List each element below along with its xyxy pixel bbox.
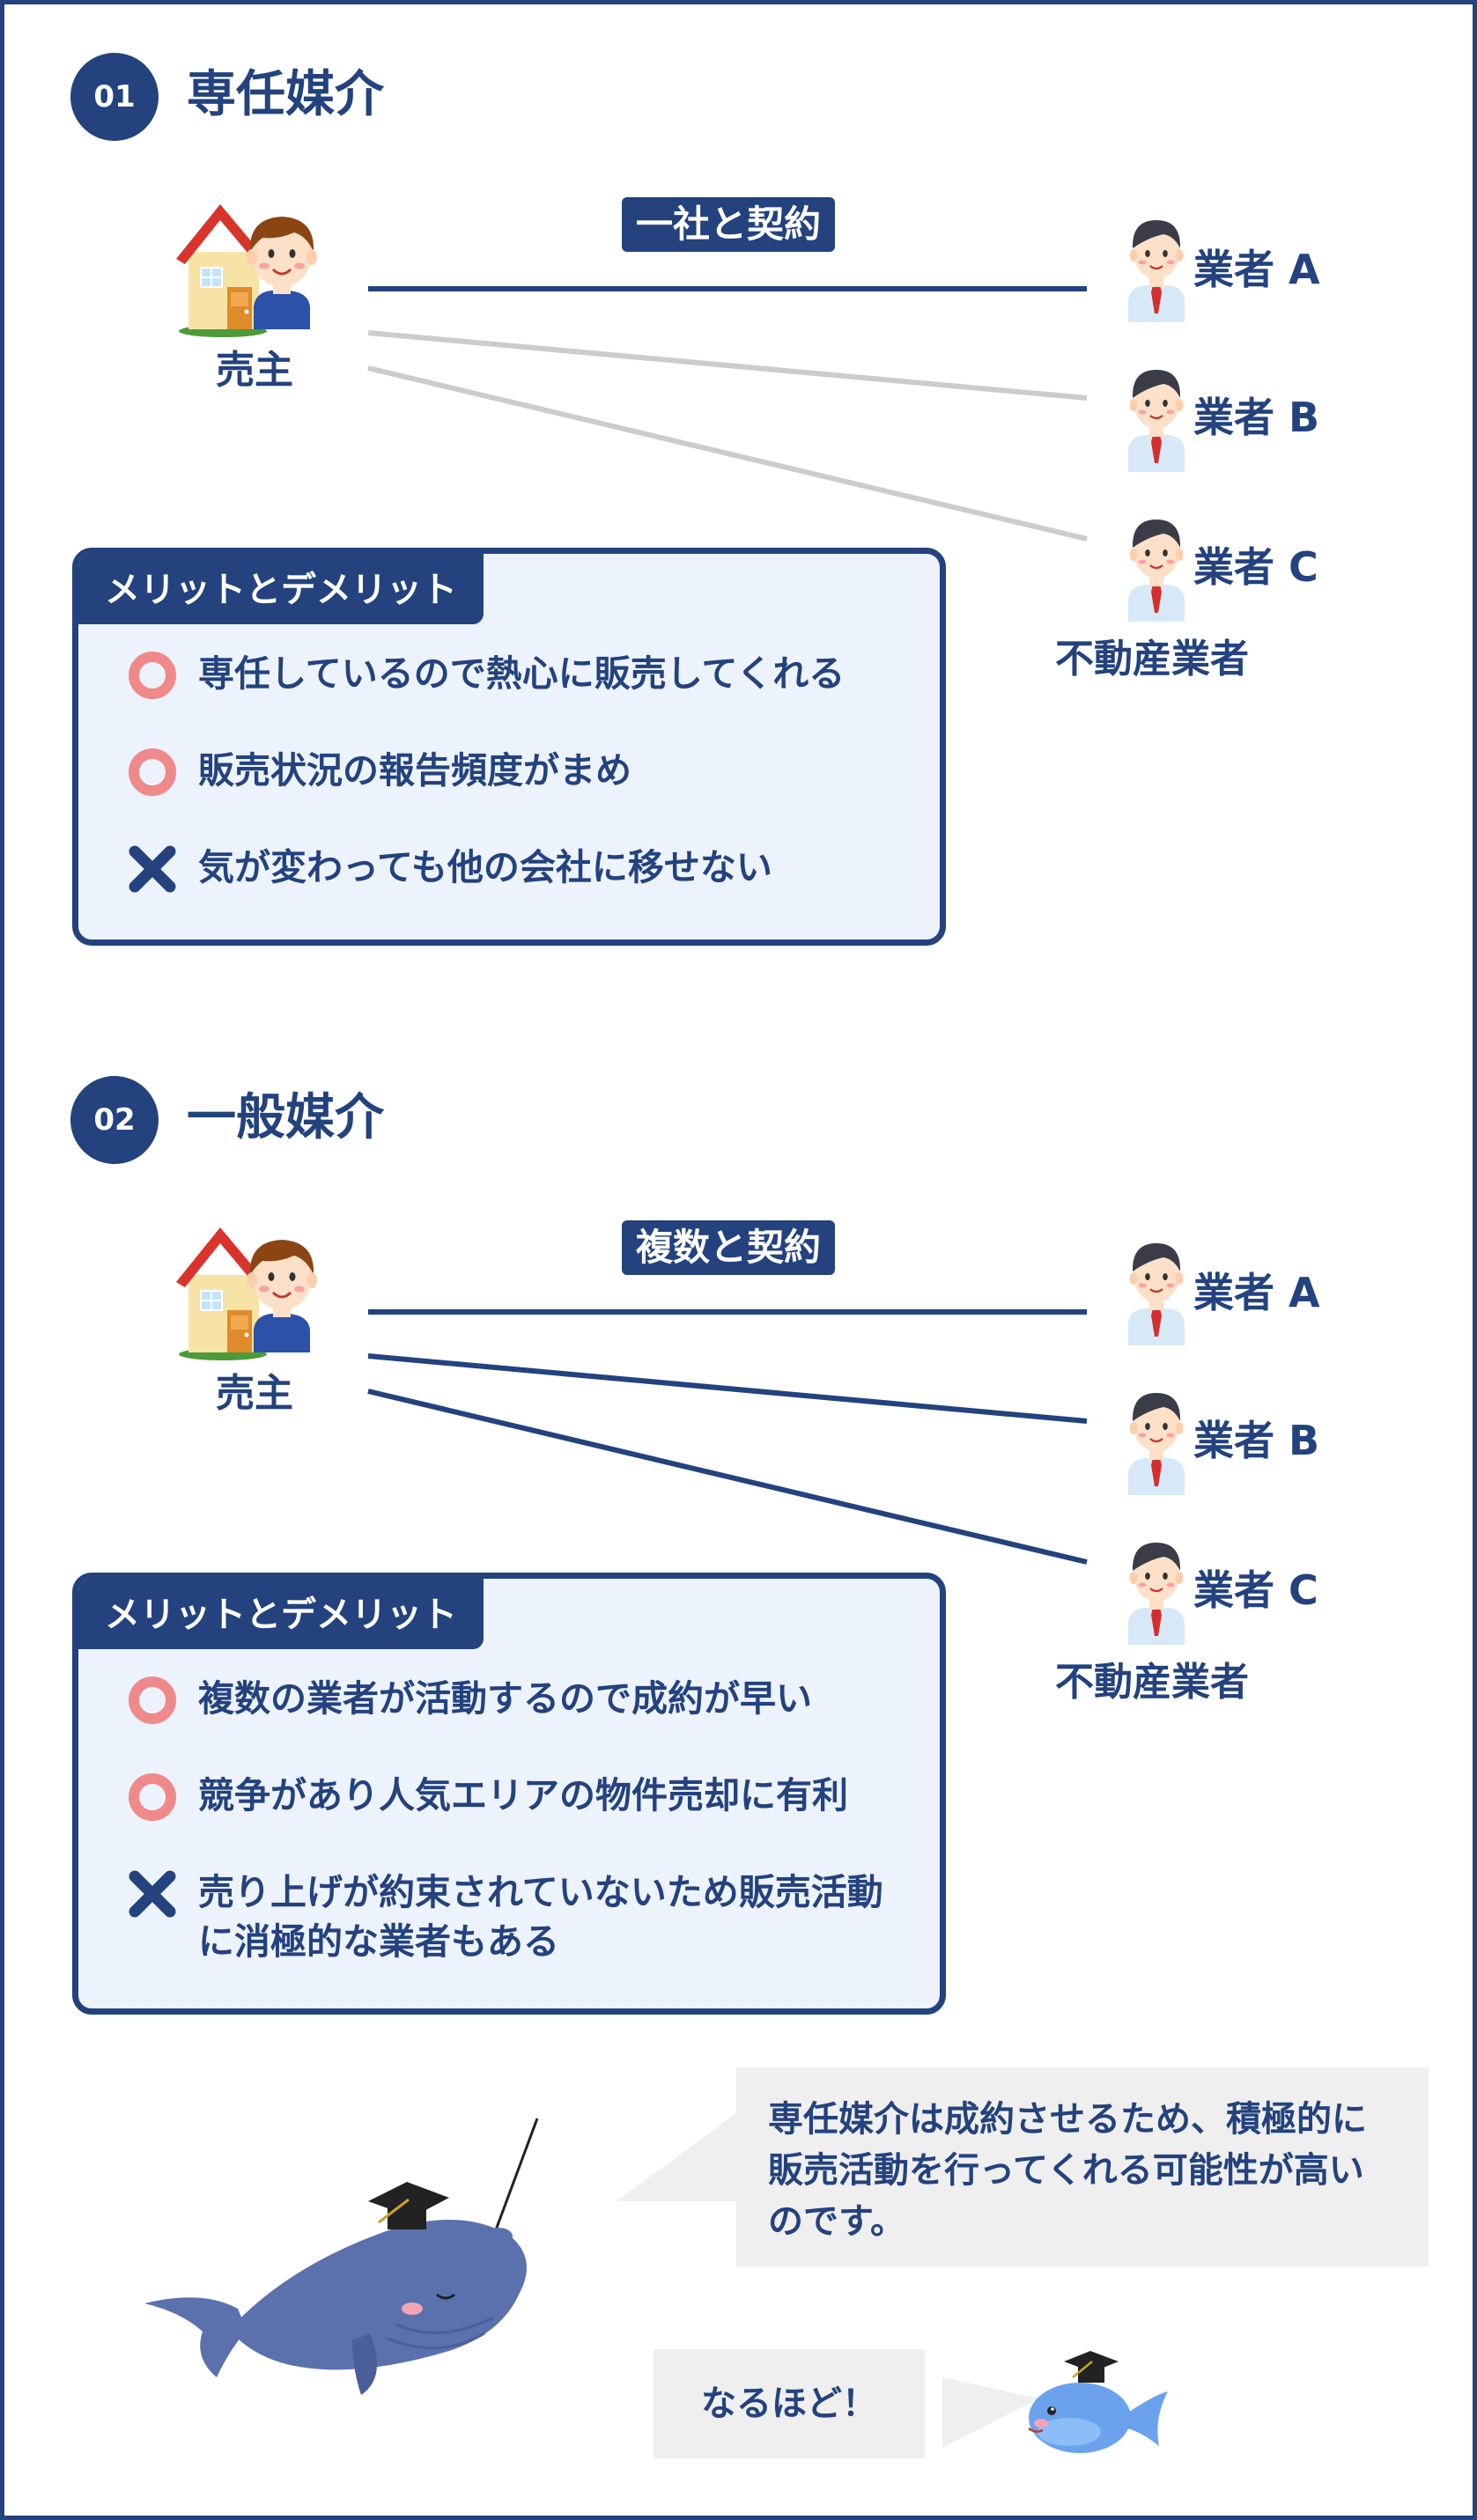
agent-label-b: 業者 B <box>1193 1417 1320 1464</box>
contract-label: 複数と契約 <box>622 1220 836 1276</box>
merit-item: 複数の業者が活動するので成約が早い <box>126 1674 812 1727</box>
cross-mark-icon <box>126 843 179 895</box>
section-number: 02 <box>93 1102 136 1138</box>
agent-label-a: 業者 A <box>1193 1269 1320 1316</box>
merit-item: 競争があり人気エリアの物件売却に有利 <box>126 1771 848 1824</box>
cross-mark-icon <box>126 1868 179 1920</box>
demerit-item: 気が変わっても他の会社に移せない <box>126 843 772 895</box>
speech-bubble-tail <box>942 2377 1039 2448</box>
merit-item: 販売状況の報告頻度がまめ <box>126 746 631 799</box>
circle-mark-icon <box>126 1771 179 1824</box>
seller-label: 売主 <box>216 1371 293 1416</box>
merits-demerits-box: メリットとデメリット 複数の業者が活動するので成約が早い 競争があり人気エリアの… <box>72 1573 946 2015</box>
circle-mark-icon <box>126 1674 179 1727</box>
demerit-text: 気が変わっても他の会社に移せない <box>198 846 772 888</box>
teacher-speech-bubble: 専任媒介は成約させるため、積極的に販売活動を行ってくれる可能性が高いのです。 <box>736 2067 1429 2266</box>
seller-label: 売主 <box>216 348 293 393</box>
agent-label-c: 業者 C <box>1193 543 1318 591</box>
merits-box-title: メリットとデメリット <box>78 554 484 624</box>
merit-text: 販売状況の報告頻度がまめ <box>198 749 631 792</box>
section-number-badge: 02 <box>70 1076 159 1164</box>
teacher-line: 専任媒介は成約させるため、積極的に販売活動を行ってくれる可能性が高いのです。 <box>768 2099 1367 2242</box>
businessman-icon <box>1121 1231 1192 1345</box>
merits-box-title: メリットとデメリット <box>78 1579 484 1649</box>
house-with-person-icon <box>174 197 324 347</box>
merit-text: 競争があり人気エリアの物件売却に有利 <box>198 1774 848 1816</box>
businessman-icon <box>1121 1381 1192 1495</box>
demerit-text: 売り上げが約束されていないため販売活動に消極的な業者もある <box>198 1871 883 1963</box>
businessman-icon <box>1121 357 1192 472</box>
merit-item: 専任しているので熱心に販売してくれる <box>126 649 845 702</box>
speech-bubble-tail <box>617 2113 736 2201</box>
demerit-item: 売り上げが約束されていないため販売活動に消極的な業者もある <box>126 1868 883 1966</box>
businessman-icon <box>1121 1530 1192 1645</box>
section-number-badge: 01 <box>70 53 159 141</box>
agency-label: 不動産業者 <box>1055 1660 1249 1705</box>
section-number: 01 <box>93 79 136 114</box>
student-line: なるほど！ <box>701 2384 877 2424</box>
merit-text: 専任しているので熱心に販売してくれる <box>198 652 846 695</box>
circle-mark-icon <box>126 649 179 702</box>
agent-label-a: 業者 A <box>1193 246 1320 293</box>
house-with-person-icon <box>174 1220 324 1370</box>
merits-demerits-box: メリットとデメリット 専任しているので熱心に販売してくれる 販売状況の報告頻度が… <box>72 548 946 946</box>
small-whale-icon <box>1028 2351 1168 2453</box>
businessman-icon <box>1121 208 1192 322</box>
agent-label-c: 業者 C <box>1193 1566 1318 1614</box>
student-speech-bubble: なるほど！ <box>654 2349 925 2458</box>
section-title: 専任媒介 <box>187 66 384 123</box>
contract-label: 一社と契約 <box>622 197 836 253</box>
businessman-icon <box>1121 507 1192 622</box>
merit-text: 複数の業者が活動するので成約が早い <box>198 1677 812 1720</box>
agent-label-b: 業者 B <box>1193 394 1320 441</box>
circle-mark-icon <box>126 746 179 799</box>
agency-label: 不動産業者 <box>1055 637 1249 682</box>
section-title: 一般媒介 <box>187 1089 384 1146</box>
whale-teacher-icon <box>144 2118 539 2395</box>
